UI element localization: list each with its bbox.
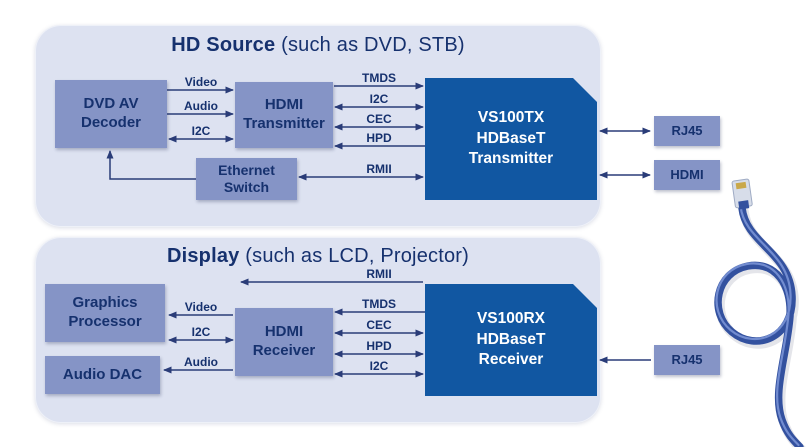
display-title: Display (such as LCD, Projector) <box>35 245 601 268</box>
signal-label-i2c-graphics: I2C <box>191 325 211 339</box>
vs100rx-block: VS100RX HDBaseT Receiver <box>425 284 597 396</box>
ethernet-switch-block: Ethernet Switch <box>196 158 297 200</box>
graphics-processor-block: Graphics Processor <box>45 284 165 342</box>
hd-source-title: HD Source (such as DVD, STB) <box>35 34 601 57</box>
rj45-top-block: RJ45 <box>654 116 720 146</box>
signal-label-i2c-rx: I2C <box>369 359 389 373</box>
hdmi-top-block: HDMI <box>654 160 720 190</box>
signal-label-cec-tx: CEC <box>366 112 392 126</box>
hd-source-title-sub: (such as DVD, STB) <box>281 34 465 56</box>
hdmi-transmitter-block: HDMI Transmitter <box>235 82 333 148</box>
signal-label-tmds-tx: TMDS <box>362 71 396 85</box>
signal-label-i2c-decoder: I2C <box>191 124 211 138</box>
signal-label-video-tx: Video <box>184 75 218 89</box>
signal-label-i2c-tx: I2C <box>369 92 389 106</box>
dvd-av-decoder-block: DVD AV Decoder <box>55 80 167 148</box>
display-title-main: Display <box>166 245 240 267</box>
signal-label-hpd-rx: HPD <box>366 339 392 353</box>
signal-label-video-rx: Video <box>184 300 218 314</box>
hd-source-title-main: HD Source <box>171 34 276 56</box>
signal-label-tmds-rx: TMDS <box>362 297 396 311</box>
rj45-plug-icon <box>731 178 753 210</box>
display-title-sub: (such as LCD, Projector) <box>245 245 470 267</box>
hdmi-receiver-block: HDMI Receiver <box>235 308 333 376</box>
signal-label-rmii-rx: RMII <box>366 267 392 281</box>
audio-dac-block: Audio DAC <box>45 356 160 394</box>
signal-label-cec-rx: CEC <box>366 318 392 332</box>
rj45-bottom-block: RJ45 <box>654 345 720 375</box>
vs100tx-block: VS100TX HDBaseT Transmitter <box>425 78 597 200</box>
signal-label-rmii-tx: RMII <box>366 162 392 176</box>
signal-label-audio-tx: Audio <box>184 99 218 113</box>
signal-label-hpd-tx: HPD <box>366 131 392 145</box>
ethernet-cable-image <box>714 178 806 447</box>
wire-ethernet-to-decoder <box>106 150 196 180</box>
signal-label-audio-rx: Audio <box>184 355 218 369</box>
